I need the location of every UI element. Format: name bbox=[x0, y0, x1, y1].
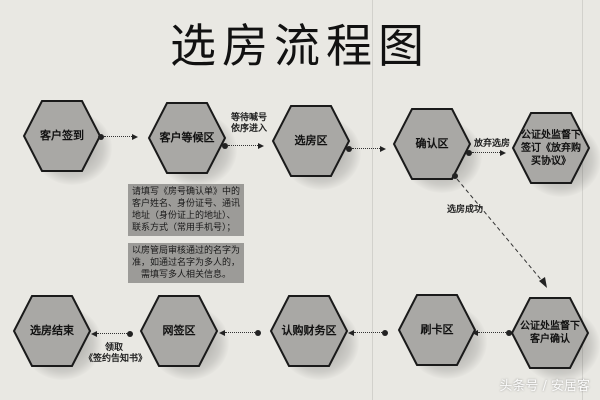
node-online-sign-area: 网签区 bbox=[139, 294, 229, 380]
node-label: 公证处监督下客户确认 bbox=[520, 321, 580, 345]
arrow-online-sign-to-end bbox=[91, 331, 133, 337]
arrow-card-to-finance bbox=[348, 330, 388, 336]
node-card-area: 刷卡区 bbox=[397, 293, 487, 379]
hexagon-shape bbox=[147, 102, 227, 174]
node-end: 选房结束 bbox=[12, 294, 102, 380]
node-label: 刷卡区 bbox=[420, 323, 454, 336]
node-label: 客户签到 bbox=[40, 129, 84, 142]
watermark: 头条号 / 安居客 bbox=[499, 379, 590, 394]
edge-label-abandon: 放弃选房 bbox=[473, 139, 510, 149]
node-label: 客户等候区 bbox=[159, 131, 215, 144]
info-box-name-rule: 以房管局审核通过的名字为准，如通过名字为多人的，需填写多人相关信息。 bbox=[128, 243, 244, 283]
node-selection-area: 选房区 bbox=[271, 104, 361, 190]
info-box-fill-form: 请填写《房号确认单》中的客户姓名、身份证号、通讯地址（身份证上的地址）、联系方式… bbox=[128, 184, 244, 236]
hexagon-shape bbox=[139, 295, 219, 367]
hexagon-shape bbox=[269, 295, 349, 367]
hexagon-shape bbox=[397, 294, 477, 366]
edge-label-wait-call: 等待喊号 依序进入 bbox=[230, 113, 267, 134]
node-label: 选房区 bbox=[294, 134, 328, 147]
arrow-confirm-to-customer-confirm bbox=[452, 173, 547, 288]
hexagon-shape bbox=[392, 108, 472, 180]
paper-fold-line bbox=[372, 0, 373, 400]
diagram-title: 选房流程图 bbox=[170, 19, 430, 73]
paper-fold-line bbox=[582, 0, 583, 400]
node-abandon-notary: 公证处监督下签订《放弃购买协议》 bbox=[511, 111, 600, 197]
arrow-waiting-to-selection bbox=[222, 143, 264, 149]
node-confirm-area: 确认区 bbox=[392, 107, 482, 193]
node-label: 认购财务区 bbox=[281, 324, 337, 337]
arrow-finance-to-online-sign bbox=[219, 330, 261, 336]
arrow-checkin-to-waiting bbox=[98, 134, 138, 140]
edge-label-success: 选房成功 bbox=[446, 205, 483, 215]
node-label: 网签区 bbox=[162, 324, 196, 337]
node-check-in: 客户签到 bbox=[22, 99, 112, 185]
hexagon-shape bbox=[510, 297, 590, 369]
node-label: 公证处监督下签订《放弃购买协议》 bbox=[521, 129, 581, 167]
hexagon-shape bbox=[22, 100, 102, 172]
node-label: 选房结束 bbox=[30, 324, 74, 337]
edge-label-receive-notice: 领取 《签约告知书》 bbox=[84, 343, 148, 364]
node-finance-area: 认购财务区 bbox=[269, 294, 359, 380]
arrow-selection-to-confirm bbox=[346, 146, 386, 152]
hexagon-shape bbox=[12, 295, 92, 367]
node-customer-confirm-notary: 公证处监督下客户确认 bbox=[510, 296, 600, 382]
arrow-customer-confirm-to-card bbox=[472, 330, 512, 336]
node-waiting-area: 客户等候区 bbox=[147, 101, 237, 187]
node-label: 确认区 bbox=[415, 137, 449, 150]
hexagon-shape bbox=[271, 105, 351, 177]
hexagon-shape bbox=[511, 112, 591, 184]
arrow-confirm-to-abandon bbox=[466, 150, 506, 156]
